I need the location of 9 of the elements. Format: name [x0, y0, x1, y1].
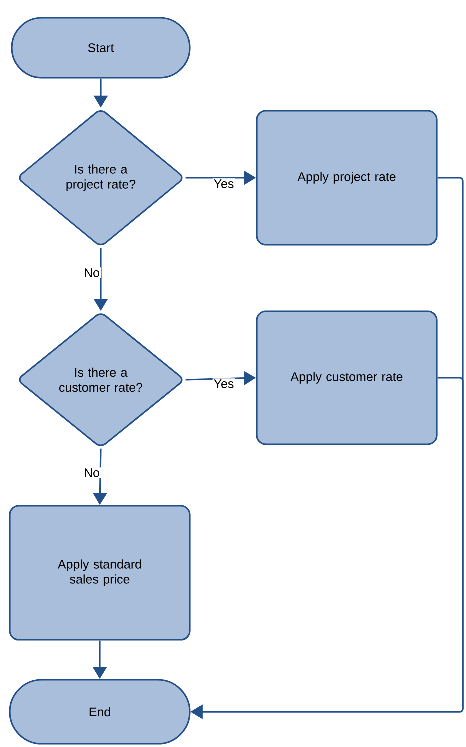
process-box: Apply standard sales price: [9, 505, 191, 641]
edge-label: Yes: [212, 178, 236, 190]
terminal-pill: Start: [11, 17, 191, 79]
process-box: Apply project rate: [256, 110, 438, 246]
process-box: Apply customer rate: [256, 310, 438, 446]
terminal-pill: End: [9, 679, 191, 745]
edge-label: Yes: [212, 378, 236, 390]
edge-label: No: [83, 268, 101, 278]
edge-label: No: [83, 468, 101, 478]
